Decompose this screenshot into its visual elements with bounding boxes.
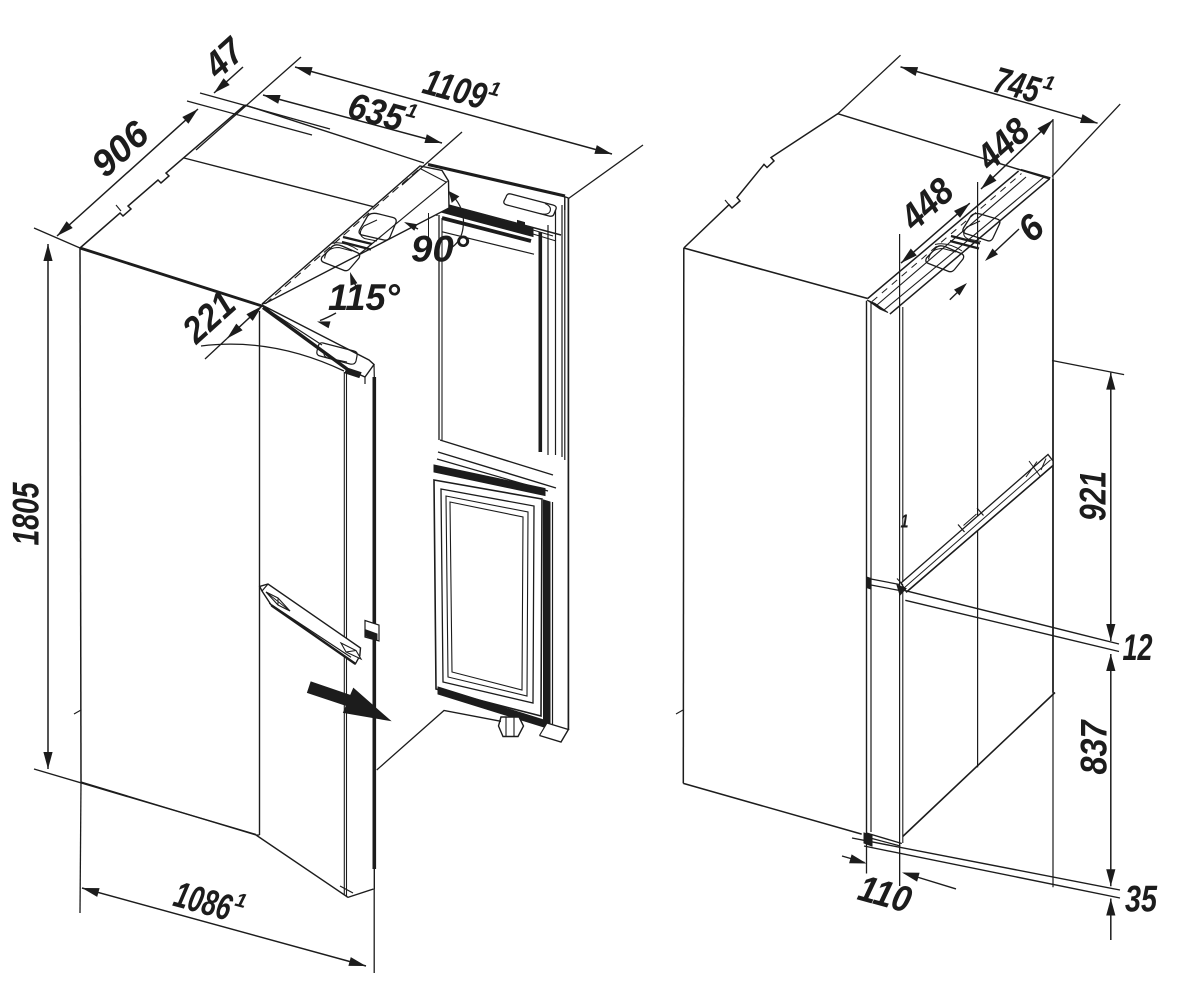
svg-text:115°: 115° — [328, 277, 400, 318]
svg-text:35: 35 — [1125, 879, 1158, 920]
svg-text:1: 1 — [901, 512, 909, 532]
svg-text:12: 12 — [1123, 627, 1153, 668]
svg-text:1805: 1805 — [6, 481, 47, 545]
svg-text:921: 921 — [1073, 471, 1114, 521]
svg-text:90°: 90° — [411, 229, 469, 270]
svg-text:837: 837 — [1074, 718, 1115, 774]
